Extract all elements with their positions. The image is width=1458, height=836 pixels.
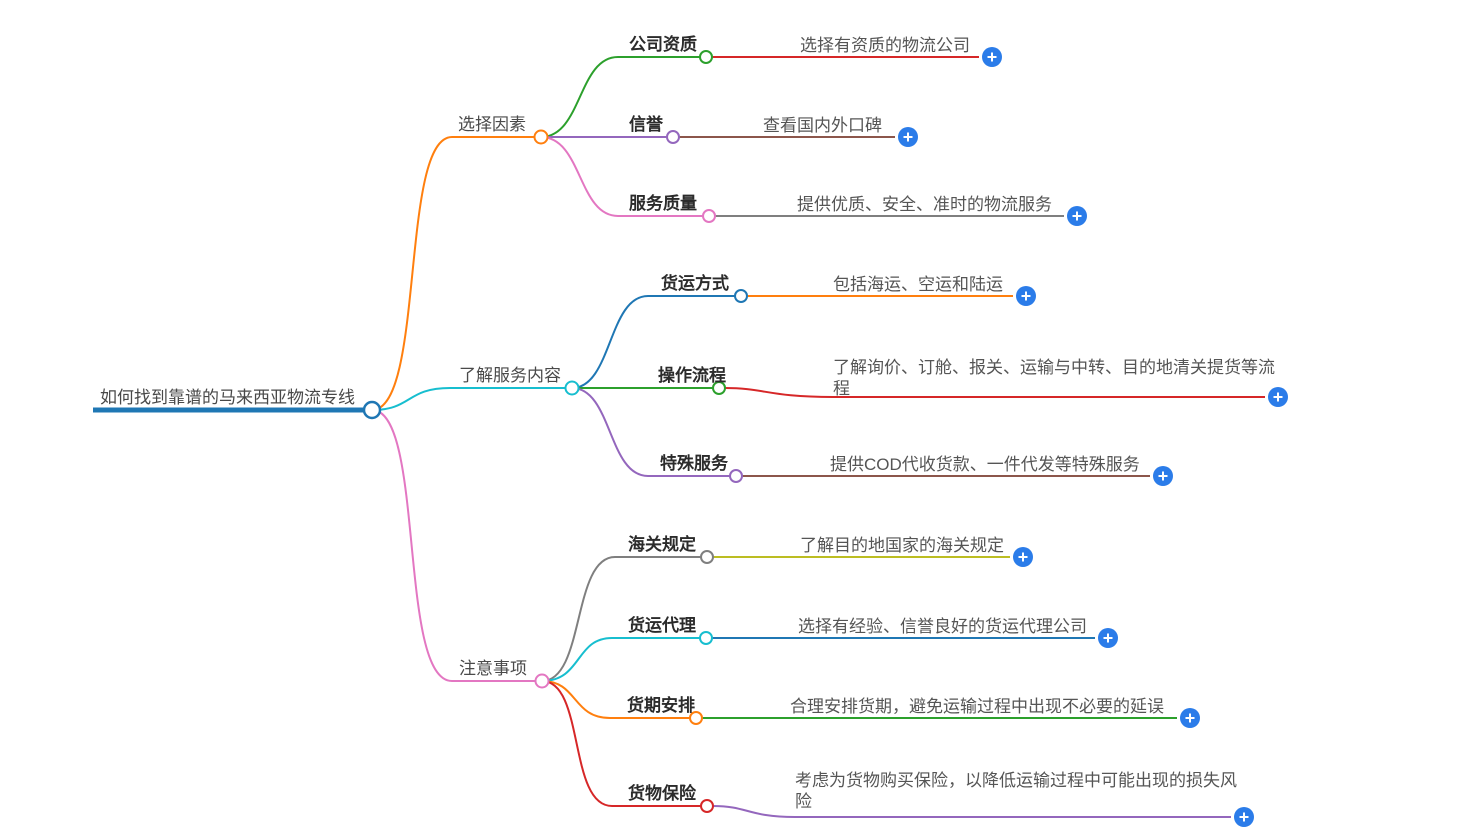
leaf-text-reputation[interactable]: 查看国内外口碑 xyxy=(763,116,882,135)
node-circle-special-services[interactable] xyxy=(729,469,743,483)
node-circle-customs-regulations[interactable] xyxy=(700,550,714,564)
plus-icon xyxy=(1239,812,1249,822)
plus-icon xyxy=(903,132,913,142)
plus-icon xyxy=(1072,211,1082,221)
leaf-text-operation-process[interactable]: 了解询价、订舱、报关、运输与中转、目的地清关提货等流程 xyxy=(833,358,1275,398)
link-special-services xyxy=(571,387,730,477)
link-precautions xyxy=(371,409,535,682)
node-label-special-services[interactable]: 特殊服务 xyxy=(660,454,728,473)
leaf-link-operation-process xyxy=(724,387,1265,398)
expand-button-operation-process[interactable] xyxy=(1268,387,1288,407)
link-cargo-insurance xyxy=(541,680,701,807)
node-label-company-qualification[interactable]: 公司资质 xyxy=(629,35,697,54)
expand-button-delivery-schedule[interactable] xyxy=(1180,708,1200,728)
leaf-text-cargo-insurance[interactable]: 考虑为货物购买保险，以降低运输过程中可能出现的损失风险 xyxy=(795,771,1237,811)
node-circle-company-qualification[interactable] xyxy=(699,50,713,64)
link-company-qualification xyxy=(540,56,700,138)
link-freight-methods xyxy=(571,295,735,389)
node-circle-precautions[interactable] xyxy=(534,673,550,689)
leaf-text-special-services[interactable]: 提供COD代收货款、一件代发等特殊服务 xyxy=(830,455,1140,474)
leaf-text-freight-agent[interactable]: 选择有经验、信誉良好的货运代理公司 xyxy=(798,617,1087,636)
leaf-text-company-qualification[interactable]: 选择有资质的物流公司 xyxy=(800,36,970,55)
node-label-freight-agent[interactable]: 货运代理 xyxy=(628,616,696,635)
link-selection-factors xyxy=(371,136,534,411)
root-label[interactable]: 如何找到靠谱的马来西亚物流专线 xyxy=(100,388,355,407)
branch-label-precautions[interactable]: 注意事项 xyxy=(459,659,527,678)
node-label-cargo-insurance[interactable]: 货物保险 xyxy=(628,784,696,803)
expand-button-freight-agent[interactable] xyxy=(1098,628,1118,648)
link-service-content xyxy=(371,387,565,411)
node-circle-operation-process[interactable] xyxy=(712,381,726,395)
node-circle-freight-methods[interactable] xyxy=(734,289,748,303)
expand-button-freight-methods[interactable] xyxy=(1016,286,1036,306)
node-circle-selection-factors[interactable] xyxy=(533,129,549,145)
plus-icon xyxy=(1103,633,1113,643)
node-label-operation-process[interactable]: 操作流程 xyxy=(658,366,726,385)
branch-label-service-content[interactable]: 了解服务内容 xyxy=(459,366,561,385)
link-service-quality xyxy=(540,136,703,217)
expand-button-special-services[interactable] xyxy=(1153,466,1173,486)
node-circle-service-quality[interactable] xyxy=(702,209,716,223)
plus-icon xyxy=(1018,552,1028,562)
node-label-customs-regulations[interactable]: 海关规定 xyxy=(628,535,696,554)
node-label-delivery-schedule[interactable]: 货期安排 xyxy=(627,696,695,715)
expand-button-company-qualification[interactable] xyxy=(982,47,1002,67)
leaf-text-customs-regulations[interactable]: 了解目的地国家的海关规定 xyxy=(800,536,1004,555)
node-circle-cargo-insurance[interactable] xyxy=(700,799,714,813)
node-label-reputation[interactable]: 信誉 xyxy=(629,115,663,134)
plus-icon xyxy=(1185,713,1195,723)
leaf-link-cargo-insurance xyxy=(712,805,1231,818)
node-circle-root[interactable] xyxy=(362,400,382,420)
leaf-text-freight-methods[interactable]: 包括海运、空运和陆运 xyxy=(833,275,1003,294)
node-circle-freight-agent[interactable] xyxy=(699,631,713,645)
plus-icon xyxy=(1021,291,1031,301)
node-circle-service-content[interactable] xyxy=(564,380,580,396)
expand-button-reputation[interactable] xyxy=(898,127,918,147)
leaf-text-service-quality[interactable]: 提供优质、安全、准时的物流服务 xyxy=(797,195,1052,214)
link-customs-regulations xyxy=(541,556,701,682)
link-freight-agent xyxy=(541,637,700,682)
leaf-text-delivery-schedule[interactable]: 合理安排货期，避免运输过程中出现不必要的延误 xyxy=(790,697,1164,716)
plus-icon xyxy=(1158,471,1168,481)
node-label-service-quality[interactable]: 服务质量 xyxy=(629,194,697,213)
plus-icon xyxy=(1273,392,1283,402)
expand-button-customs-regulations[interactable] xyxy=(1013,547,1033,567)
node-label-freight-methods[interactable]: 货运方式 xyxy=(661,274,729,293)
expand-button-service-quality[interactable] xyxy=(1067,206,1087,226)
expand-button-cargo-insurance[interactable] xyxy=(1234,807,1254,827)
branch-label-selection-factors[interactable]: 选择因素 xyxy=(458,115,526,134)
node-circle-delivery-schedule[interactable] xyxy=(689,711,703,725)
node-circle-reputation[interactable] xyxy=(666,130,680,144)
link-delivery-schedule xyxy=(541,680,690,719)
plus-icon xyxy=(987,52,997,62)
